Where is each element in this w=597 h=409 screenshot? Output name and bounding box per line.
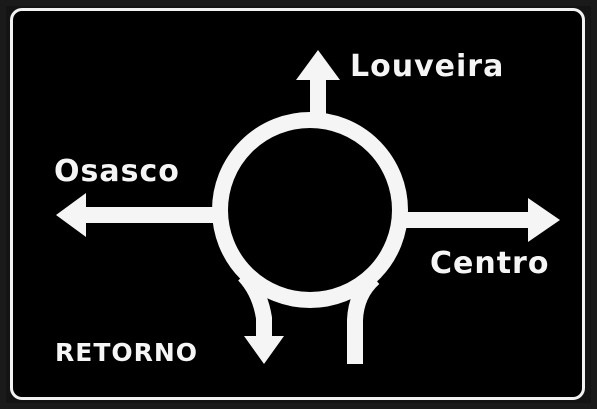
arrow-right-icon xyxy=(528,198,560,242)
return-label: RETORNO xyxy=(55,338,199,367)
arrow-left-icon xyxy=(56,193,86,237)
return-road xyxy=(237,269,272,338)
sign-panel xyxy=(10,8,585,400)
arrow-up-icon xyxy=(296,50,340,80)
arrow-down-icon xyxy=(244,336,284,364)
entry-road xyxy=(347,272,380,364)
destination-west-label: Osasco xyxy=(54,154,180,189)
destination-north-label: Louveira xyxy=(350,49,505,84)
destination-east-label: Centro xyxy=(430,246,550,281)
